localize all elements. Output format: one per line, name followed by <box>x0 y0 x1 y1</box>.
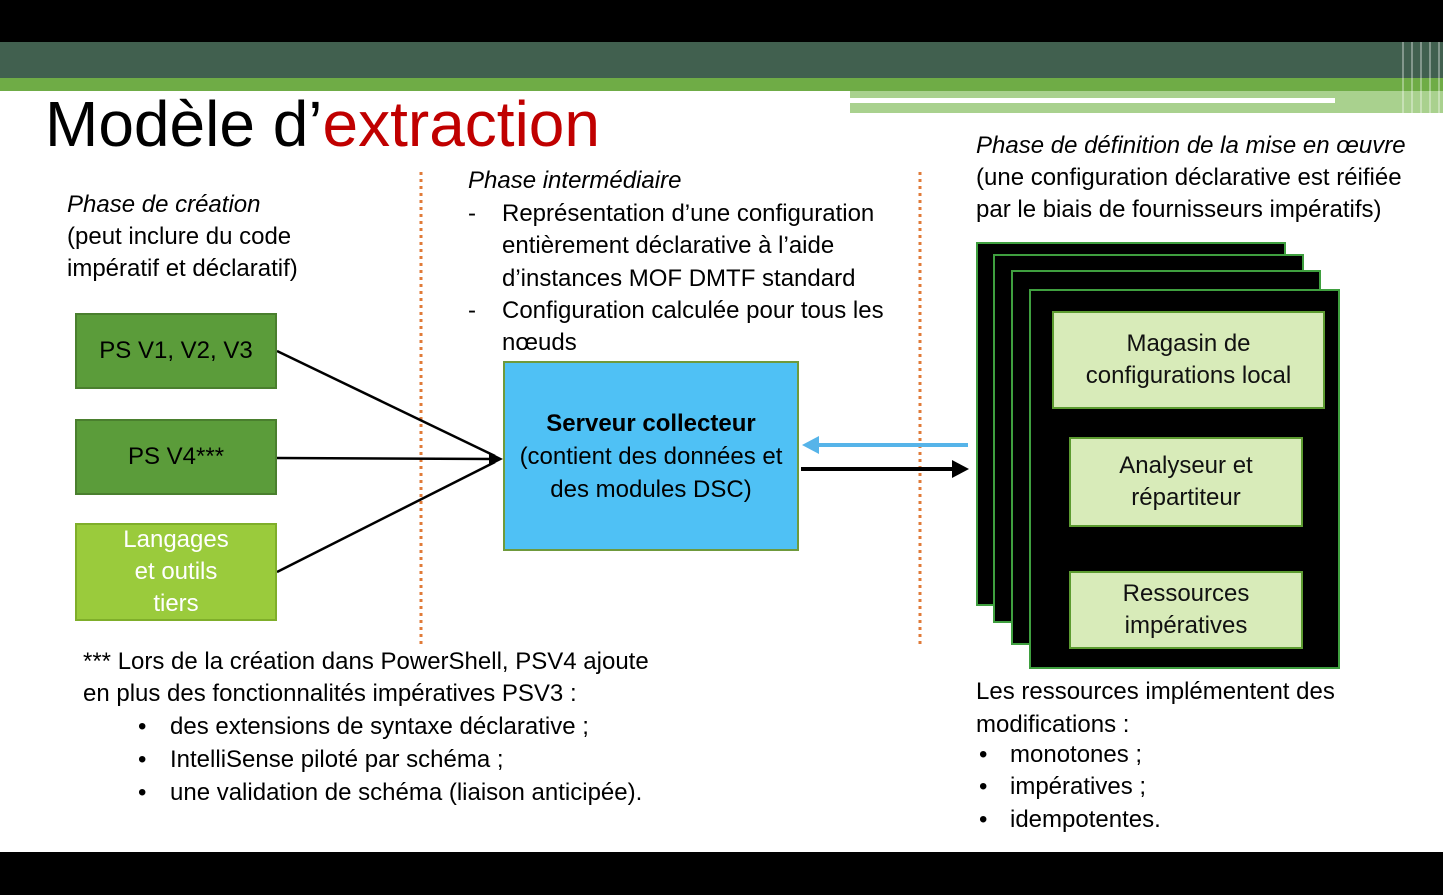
push-arrowhead <box>952 460 969 478</box>
pull-arrowhead <box>802 436 819 454</box>
footnote-line: en plus des fonctionnalités impératives … <box>83 680 577 707</box>
source-box-label: PS V1, V2, V3 <box>99 337 253 364</box>
connector-psv1-to-server <box>276 349 496 458</box>
creation-phase-line: impératif et déclaratif) <box>67 255 298 282</box>
header-white-line <box>850 98 1335 103</box>
resources-note-bullet: monotones ; <box>1010 741 1143 768</box>
creation-phase-line: (peut inclure du code <box>67 223 292 250</box>
intermediate-bullet-line: d’instances MOF DMTF standard <box>502 265 856 292</box>
intermediate-bullet-line: Représentation d’une configuration <box>502 200 875 227</box>
resources-note-bullet: impératives ; <box>1010 773 1147 800</box>
bullet-marker: • <box>138 713 147 740</box>
bullet-marker: • <box>979 806 988 833</box>
source-box-label: Langages <box>123 526 229 553</box>
component-label: répartiteur <box>1131 484 1241 511</box>
slide-title: Modèle d’extraction <box>45 92 600 156</box>
resources-note-line: Les ressources implémentent des <box>976 678 1335 705</box>
implementation-phase-line: (une configuration déclarative est réifi… <box>976 164 1402 191</box>
header-corner-stripes <box>1395 42 1443 113</box>
intermediate-phase-heading: Phase intermédiaire <box>468 167 682 194</box>
component-label: impératives <box>1124 612 1248 639</box>
component-parser-dispatcher: Analyseur et répartiteur <box>1069 437 1303 527</box>
source-box-label: PS V4*** <box>127 443 225 470</box>
bullet-marker: • <box>138 779 147 806</box>
header-stripe <box>0 78 1443 91</box>
component-imperative-resources: Ressources impératives <box>1069 571 1303 649</box>
resources-note-bullet: idempotentes. <box>1010 806 1161 833</box>
connector-tools-to-server <box>276 460 496 574</box>
server-description-line: (contient des données et <box>519 442 783 470</box>
component-label: Ressources <box>1122 580 1250 607</box>
connector-psv4-to-server <box>276 456 496 461</box>
component-local-config-store: Magasin de configurations local <box>1052 311 1325 409</box>
intermediate-bullet-line: nœuds <box>502 329 577 356</box>
header-band <box>0 42 1443 78</box>
footnote-bullet: une validation de schéma (liaison antici… <box>170 779 643 806</box>
bullet-marker: • <box>979 773 988 800</box>
title-main: Modèle d’ <box>45 88 323 160</box>
implementation-phase-heading: Phase de définition de la mise en œuvre <box>976 132 1406 159</box>
server-title: Serveur collecteur <box>546 409 756 437</box>
title-accent: extraction <box>322 88 600 160</box>
footnote-bullet: des extensions de syntaxe déclarative ; <box>170 713 589 740</box>
footnote-bullet: IntelliSense piloté par schéma ; <box>170 746 504 773</box>
source-box-label: et outils <box>134 558 218 585</box>
server-description-line: des modules DSC) <box>550 475 752 503</box>
dash-marker: - <box>468 200 476 227</box>
component-label: Magasin de <box>1126 330 1251 357</box>
top-black-bar <box>0 0 1443 42</box>
implementation-phase-line: par le biais de fournisseurs impératifs) <box>976 196 1382 223</box>
creation-phase-heading: Phase de création <box>67 191 261 218</box>
intermediate-bullet-line: Configuration calculée pour tous les <box>502 297 884 324</box>
source-box-label: tiers <box>153 590 199 617</box>
bullet-marker: • <box>138 746 147 773</box>
collector-server-box: Serveur collecteur (contient des données… <box>503 361 799 551</box>
resources-note-line: modifications : <box>976 711 1130 738</box>
server-inbound-arrowhead <box>489 452 503 466</box>
source-box-ps-v4: PS V4*** <box>75 419 277 495</box>
source-box-ps-v1-v3: PS V1, V2, V3 <box>75 313 277 389</box>
bottom-black-bar <box>0 852 1443 895</box>
source-box-third-party-tools: Langages et outils tiers <box>75 523 277 621</box>
component-label: configurations local <box>1085 362 1292 389</box>
footnote-line: *** Lors de la création dans PowerShell,… <box>83 648 649 675</box>
intermediate-bullet-line: entièrement déclarative à l’aide <box>502 232 835 259</box>
dash-marker: - <box>468 297 476 324</box>
bullet-marker: • <box>979 741 988 768</box>
component-label: Analyseur et <box>1119 452 1253 479</box>
